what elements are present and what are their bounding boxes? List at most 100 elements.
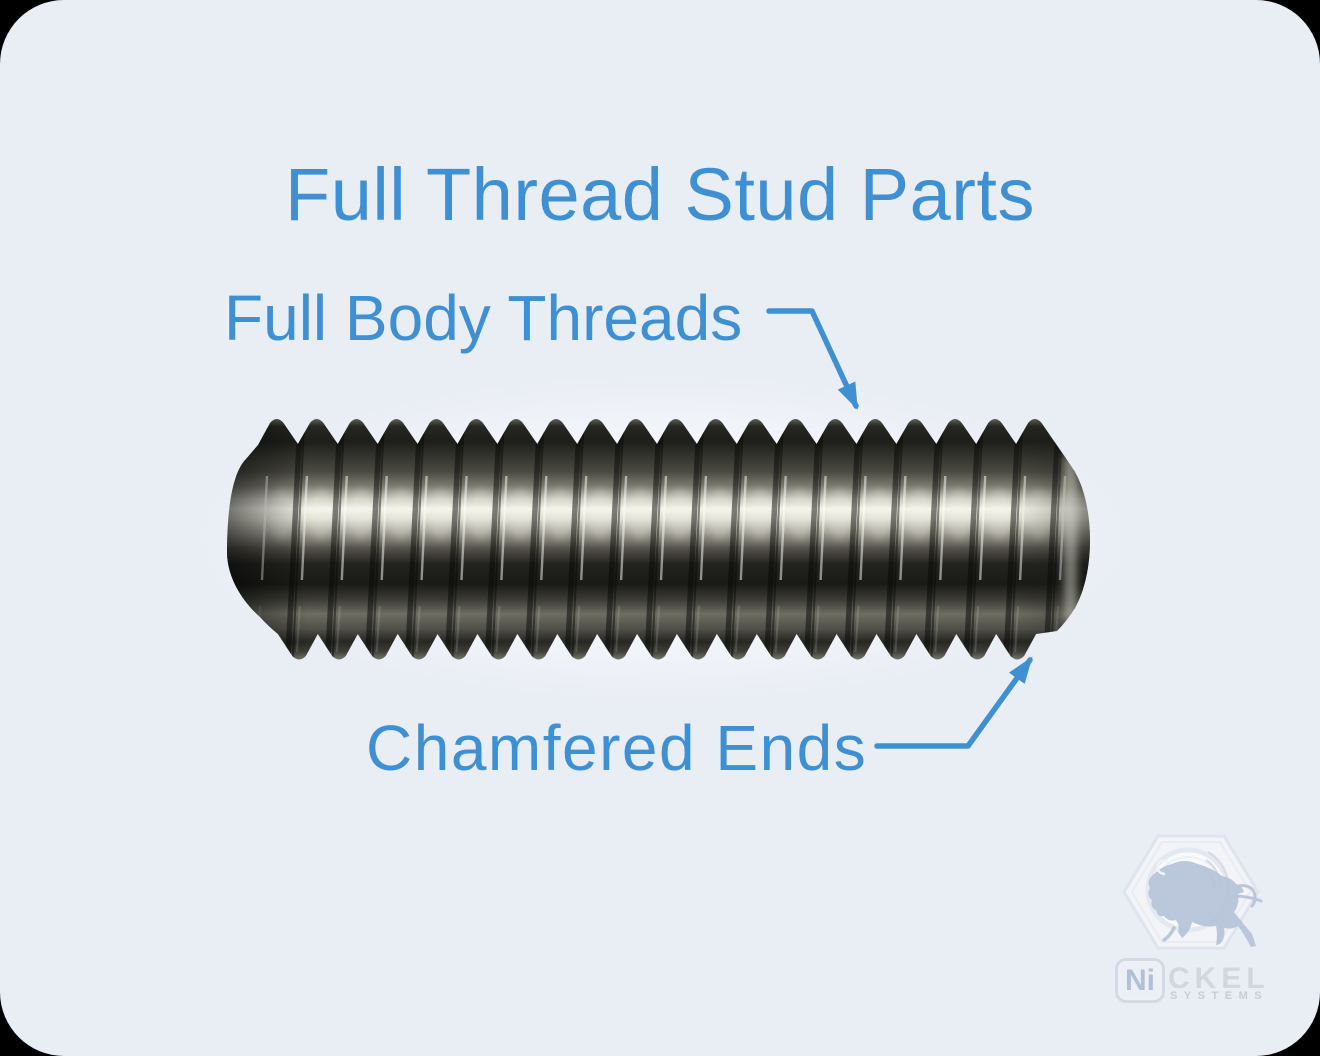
logo-ni-symbol: Ni — [1125, 963, 1155, 997]
page-title: Full Thread Stud Parts — [285, 152, 1035, 236]
thread-sheen — [375, 605, 381, 653]
glint — [987, 488, 1012, 540]
thread-sheen — [655, 605, 660, 653]
threaded-stud-photo — [224, 414, 1092, 664]
thread-groove — [484, 425, 503, 660]
thread-highlight — [659, 475, 668, 581]
bull-tail — [1236, 884, 1257, 908]
nut-bull-emblem — [1122, 834, 1263, 950]
thread-groove-edge — [770, 427, 784, 659]
thread-groove — [524, 425, 543, 660]
logo-subtitle: SYSTEMS — [1170, 990, 1269, 1002]
thread-groove — [564, 425, 582, 660]
thread-highlight — [460, 475, 468, 581]
thread-groove — [803, 425, 822, 660]
thread-highlight — [619, 475, 628, 581]
thread-groove-edge — [930, 427, 944, 659]
thread-groove-edge — [331, 427, 345, 659]
thread-groove-edge — [810, 427, 824, 659]
thread-highlight — [540, 475, 548, 581]
thread-groove — [404, 425, 423, 660]
thread-highlight — [699, 475, 708, 581]
callout-chamfered-ends: Chamfered Ends — [366, 712, 868, 784]
thread-sheen — [854, 605, 860, 653]
glint — [588, 488, 613, 540]
nickel-systems-logo: Ni CKEL SYSTEMS — [1108, 826, 1284, 1016]
thread-highlight — [580, 475, 588, 581]
thread-groove — [843, 425, 862, 660]
glint — [907, 488, 932, 540]
thread-groove-edge — [850, 427, 864, 659]
thread-groove-edge — [531, 427, 545, 659]
thread-highlight — [819, 475, 827, 581]
glint — [668, 488, 693, 540]
glint — [867, 488, 892, 540]
thread-sheen — [335, 605, 341, 653]
thread-groove-edge — [690, 427, 704, 659]
callout-full-body-threads: Full Body Threads — [224, 282, 743, 354]
thread-groove-edge — [571, 427, 585, 659]
thread-groove-edge — [890, 427, 904, 659]
thread-groove-edge — [611, 427, 625, 659]
thread-groove-edge — [491, 427, 505, 659]
thread-sheen — [535, 605, 541, 653]
thread-highlight — [420, 475, 428, 581]
glint — [388, 488, 413, 540]
glint — [468, 488, 493, 540]
logo-ni-element-box: Ni — [1115, 958, 1165, 1003]
thread-highlight — [380, 475, 388, 581]
thread-groove-edge — [371, 427, 385, 659]
thread-highlight — [779, 475, 787, 581]
thread-highlight — [979, 475, 987, 581]
thread-groove — [325, 425, 343, 660]
thread-sheen — [495, 605, 501, 653]
logo-name-suffix: CKEL — [1168, 962, 1270, 995]
thread-highlight — [739, 475, 747, 581]
thread-highlight — [939, 475, 947, 581]
thread-groove-edge — [651, 427, 664, 659]
thread-groove — [724, 425, 742, 660]
thread-sheen — [894, 605, 900, 653]
thread-sheen — [615, 605, 621, 653]
glint — [947, 488, 972, 540]
thread-groove — [963, 425, 981, 660]
glint — [348, 488, 373, 540]
thread-groove-edge — [730, 427, 744, 659]
thread-sheen — [734, 605, 740, 653]
thread-sheen — [974, 605, 980, 653]
thread-groove-edge — [970, 427, 984, 659]
hex-nut-inner-line — [1130, 841, 1252, 943]
bull-icon — [1148, 859, 1263, 947]
thread-groove — [604, 425, 622, 660]
thread-sheen — [774, 605, 780, 653]
thread-groove-edge — [451, 427, 465, 659]
glint — [827, 488, 852, 540]
thread-groove — [444, 425, 463, 660]
thread-highlight — [500, 475, 508, 581]
glint — [548, 488, 573, 540]
thread-sheen — [455, 605, 461, 653]
glint — [508, 488, 533, 540]
right-face-streak — [1064, 456, 1077, 622]
thread-groove — [923, 425, 942, 660]
thread-sheen — [934, 605, 940, 653]
thread-groove — [684, 425, 702, 660]
bull-horn — [1156, 859, 1169, 876]
glint — [628, 488, 653, 540]
thread-groove-edge — [411, 427, 425, 659]
thread-groove — [364, 425, 383, 660]
thread-groove — [644, 425, 662, 660]
glint — [747, 488, 772, 540]
thread-sheen — [694, 605, 700, 653]
glint — [708, 488, 732, 540]
thread-groove — [883, 425, 902, 660]
left-chamfer-shade — [227, 419, 308, 660]
glint — [787, 488, 812, 540]
thread-groove — [763, 425, 782, 660]
glint — [309, 488, 333, 540]
thread-highlight — [859, 475, 867, 581]
thread-highlight — [340, 475, 348, 581]
stud-body — [227, 419, 1090, 660]
stud-svg — [227, 419, 1090, 660]
